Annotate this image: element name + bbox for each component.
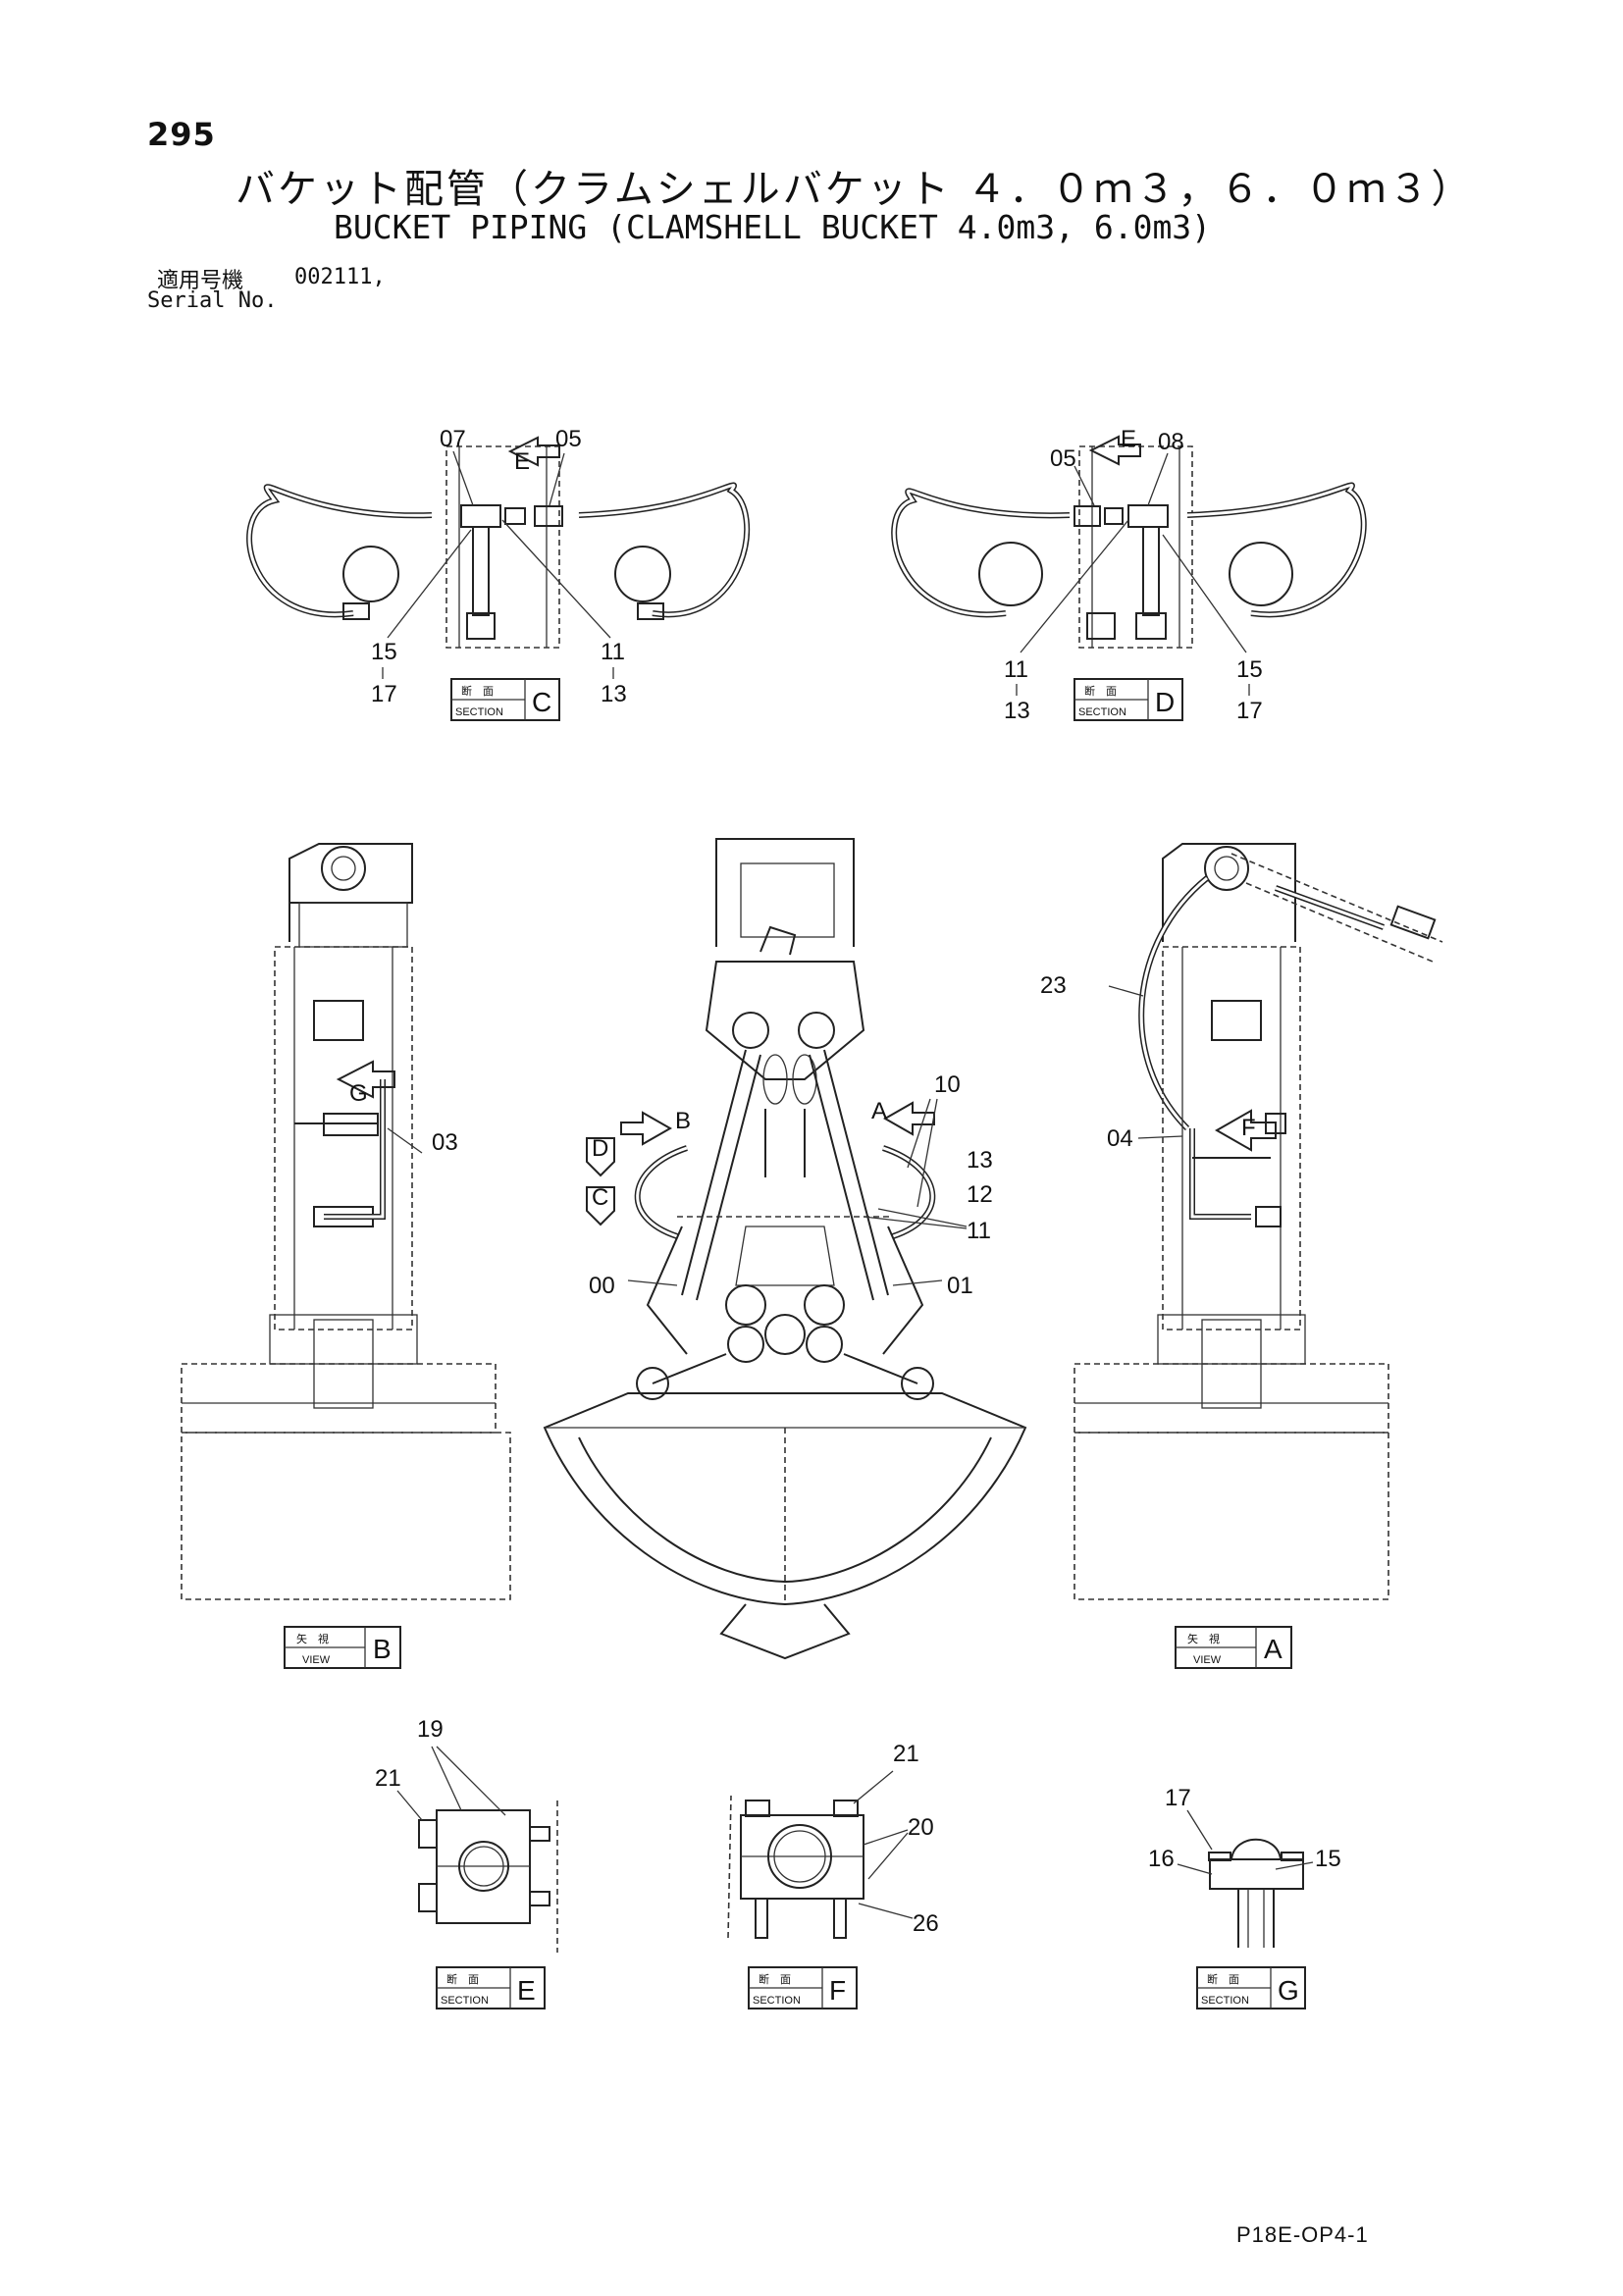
- svg-text:G: G: [1278, 1975, 1299, 2006]
- callout-13-d: 13: [1004, 698, 1030, 724]
- callout-07: 07: [440, 426, 466, 452]
- callout-16: 16: [1148, 1846, 1175, 1872]
- page-title-english: BUCKET PIPING (CLAMSHELL BUCKET 4.0m3, 6…: [334, 208, 1212, 246]
- view-b-drawing: [181, 843, 511, 1600]
- callout-12: 12: [967, 1181, 993, 1208]
- svg-text:断 面: 断 面: [461, 684, 494, 698]
- callout-03: 03: [432, 1129, 458, 1156]
- callout-11-d: 11: [1004, 656, 1028, 683]
- svg-text:F: F: [829, 1975, 846, 2006]
- callout-13-front: 13: [967, 1147, 993, 1174]
- callout-10: 10: [934, 1071, 961, 1098]
- section-g-drawing: [1177, 1809, 1314, 1948]
- view-a-drawing: [1073, 843, 1443, 1600]
- callout-17-g: 17: [1165, 1785, 1191, 1811]
- serial-label-english: Serial No.: [147, 288, 278, 313]
- callout-15-g: 15: [1315, 1846, 1341, 1872]
- callout-01: 01: [947, 1273, 973, 1299]
- svg-text:E: E: [517, 1975, 536, 2006]
- section-e-drawing: [396, 1746, 558, 1953]
- section-e-tag: 断 面 SECTION E: [436, 1966, 546, 2009]
- svg-text:SECTION: SECTION: [753, 1995, 801, 2007]
- svg-text:矢 視: 矢 視: [296, 1632, 329, 1645]
- svg-text:SECTION: SECTION: [1201, 1995, 1249, 2007]
- callout-00: 00: [589, 1273, 615, 1299]
- svg-text:SECTION: SECTION: [455, 706, 503, 718]
- svg-text:矢 視: 矢 視: [1187, 1632, 1220, 1645]
- arrow-c-label: C: [592, 1184, 608, 1211]
- svg-text:断 面: 断 面: [1084, 684, 1117, 698]
- page-number: 295: [147, 116, 216, 153]
- front-view-drawing: [543, 838, 1027, 1660]
- svg-text:VIEW: VIEW: [1193, 1654, 1222, 1666]
- section-d-drawing: [891, 435, 1367, 653]
- callout-11: 11: [601, 639, 625, 665]
- section-g-tag: 断 面 SECTION G: [1196, 1966, 1306, 2009]
- callout-08: 08: [1158, 429, 1184, 455]
- callout-15-d: 15: [1236, 656, 1263, 683]
- callout-15: 15: [371, 639, 397, 665]
- arrow-e-label-c: E: [514, 448, 530, 475]
- serial-number-value: 002111,: [294, 265, 386, 289]
- svg-text:SECTION: SECTION: [441, 1995, 489, 2007]
- svg-text:断 面: 断 面: [1207, 1972, 1239, 1986]
- callout-04: 04: [1107, 1125, 1133, 1152]
- callout-13: 13: [601, 681, 627, 707]
- callout-20: 20: [908, 1814, 934, 1841]
- arrow-e-label-d: E: [1121, 426, 1136, 452]
- section-c-tag: 断 面 SECTION C: [450, 678, 560, 721]
- arrow-b-label: B: [675, 1108, 691, 1134]
- arrow-g-label: G: [349, 1080, 368, 1107]
- section-f-tag: 断 面 SECTION F: [748, 1966, 858, 2009]
- callout-05-d: 05: [1050, 445, 1076, 472]
- callout-23: 23: [1040, 972, 1067, 999]
- section-c-drawing: [246, 436, 751, 649]
- arrow-f-label: F: [1241, 1115, 1256, 1141]
- section-f-drawing: [727, 1770, 914, 1939]
- callout-26: 26: [913, 1910, 939, 1937]
- svg-text:SECTION: SECTION: [1078, 706, 1126, 718]
- callout-21-e: 21: [375, 1765, 401, 1792]
- section-d-tag: 断 面 SECTION D: [1073, 678, 1183, 721]
- svg-text:C: C: [532, 687, 551, 717]
- serial-label-japanese: 適用号機: [157, 269, 244, 293]
- arrow-d-label: D: [592, 1135, 608, 1162]
- callout-05: 05: [555, 426, 582, 452]
- callout-17: 17: [371, 681, 397, 707]
- svg-text:B: B: [373, 1634, 392, 1664]
- callout-19: 19: [417, 1716, 444, 1743]
- arrow-a-label: A: [871, 1098, 887, 1124]
- view-b-tag: 矢 視 VIEW B: [284, 1626, 401, 1669]
- view-a-tag: 矢 視 VIEW A: [1175, 1626, 1292, 1669]
- svg-text:VIEW: VIEW: [302, 1654, 331, 1666]
- callout-17-d: 17: [1236, 698, 1263, 724]
- svg-text:A: A: [1264, 1634, 1283, 1664]
- callout-11-front: 11: [967, 1218, 991, 1244]
- page-title-japanese: バケット配管（クラムシェルバケット ４．０ｍ３，６．０ｍ３）: [236, 167, 1474, 212]
- svg-text:断 面: 断 面: [759, 1972, 791, 1986]
- svg-text:D: D: [1155, 687, 1175, 717]
- callout-21-f: 21: [893, 1741, 919, 1767]
- drawing-code: P18E-OP4-1: [1236, 2222, 1369, 2247]
- svg-text:断 面: 断 面: [446, 1972, 479, 1986]
